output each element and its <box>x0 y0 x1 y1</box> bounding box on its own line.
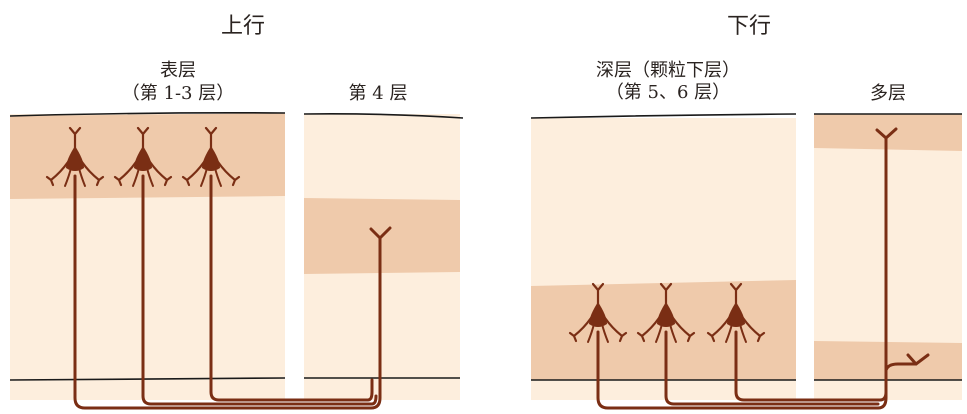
multiform-bottom-band <box>814 341 962 380</box>
boundary-lines <box>9 112 962 381</box>
layer4-panel <box>304 114 460 400</box>
descending-axon <box>664 330 880 406</box>
deep-band <box>531 280 796 380</box>
axon-terminal-multiform-top <box>875 127 898 140</box>
pial-surface-line <box>303 113 464 119</box>
layer4-label: 第 4 层 <box>349 83 408 104</box>
deep-label-line1: 深层（颗粒下层） <box>596 60 740 81</box>
multiform-panel <box>814 114 962 400</box>
superficial-label-line2: （第 1-3 层） <box>122 83 234 104</box>
pial-surface-line <box>530 113 797 119</box>
deep-label-line2: （第 5、6 层） <box>606 82 730 103</box>
axon-branch <box>884 362 918 372</box>
deep-panel <box>531 118 796 400</box>
axon-terminal-multiform-bottom <box>906 353 930 366</box>
axon-terminal-layer4 <box>369 226 392 240</box>
ascending-heading: 上行 <box>221 14 265 39</box>
white-matter-line <box>9 377 286 381</box>
ascending-axon <box>209 174 374 402</box>
ascending-axon <box>73 174 382 410</box>
axon-pathways <box>73 136 918 410</box>
descending-axon <box>734 330 888 402</box>
multiform-top-band <box>814 114 962 151</box>
ascending-axon <box>141 174 378 406</box>
descending-axon <box>596 136 888 410</box>
superficial-label-line1: 表层 <box>160 60 196 81</box>
descending-heading: 下行 <box>727 14 771 39</box>
multiform-label: 多层 <box>870 83 906 104</box>
axon-terminals <box>369 127 930 366</box>
pial-surface-line <box>9 112 286 117</box>
